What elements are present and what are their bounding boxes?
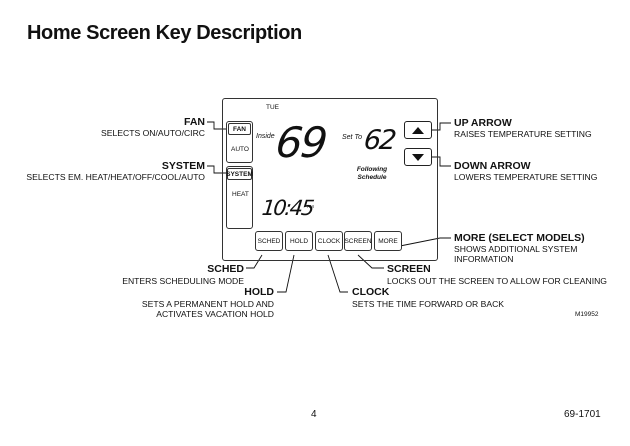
screen-leader [357,254,384,269]
hold-leader [277,254,295,293]
system-callout-heading: SYSTEM [161,160,205,172]
sched-button[interactable]: SCHED [255,231,283,251]
clock-callout-desc: SETS THE TIME FORWARD OR BACK [352,299,505,309]
schedule-status-line2: Schedule [357,174,387,181]
up-arrow-callout-desc: RAISES TEMPERATURE SETTING [454,129,592,139]
hold-callout-heading: HOLD [244,286,274,298]
system-callout-desc: SELECTS EM. HEAT/HEAT/OFF/COOL/AUTO [26,172,205,182]
down-arrow-button[interactable] [404,148,432,166]
more-leader [399,237,451,247]
fan-callout-desc: SELECTS ON/AUTO/CIRC [101,128,205,138]
clock-time: 10:45 [260,196,314,220]
down-arrow-leader [432,156,451,167]
screen-lock-button[interactable]: SCREEN [344,231,372,251]
more-callout-heading: MORE (SELECT MODELS) [454,232,585,244]
up-arrow-button[interactable] [404,121,432,139]
down-arrow-callout-heading: DOWN ARROW [454,160,531,172]
clock-leader [327,254,348,293]
more-callout-desc-line2: INFORMATION [454,254,514,264]
figure-code: M19952 [575,311,599,318]
more-callout-desc-line1: SHOWS ADDITIONAL SYSTEM [454,244,578,254]
more-button[interactable]: MORE [374,231,402,251]
schedule-status: Following Schedule [352,166,392,182]
set-to-label: Set To [342,134,362,141]
hold-button[interactable]: HOLD [285,231,313,251]
hold-callout-desc-line2: ACTIVATES VACATION HOLD [156,309,274,319]
clock-button[interactable]: CLOCK [315,231,343,251]
fan-leader [207,121,226,130]
thermostat-screen [222,98,438,261]
up-arrow-leader [432,122,451,131]
screen-callout-heading: SCREEN [387,263,431,275]
sched-callout-desc: ENTERS SCHEDULING MODE [122,276,244,286]
system-leader [207,165,226,174]
document-number: 69-1701 [564,409,601,420]
down-arrow-callout-desc: LOWERS TEMPERATURE SETTING [454,172,598,182]
system-mode-value: HEAT [232,191,249,198]
fan-callout-heading: FAN [184,116,205,128]
screen-callout-desc: LOCKS OUT THE SCREEN TO ALLOW FOR CLEANI… [387,276,607,286]
system-button-label: SYSTEM [226,168,253,180]
clock-ampm: AM [307,204,314,209]
inside-temperature: 69 [273,118,329,167]
page-number: 4 [311,409,317,420]
clock-callout-heading: CLOCK [352,286,390,298]
fan-button-label: FAN [228,123,251,135]
fan-mode-value: AUTO [231,146,249,153]
set-temperature: 62 [362,125,397,156]
up-arrow-icon [412,126,424,134]
sched-leader [246,254,263,269]
inside-label: Inside [256,133,275,140]
schedule-status-line1: Following [356,166,388,173]
down-arrow-icon [412,153,424,161]
sched-callout-heading: SCHED [207,263,244,275]
hold-callout-desc-line1: SETS A PERMANENT HOLD AND [141,299,274,309]
day-display: TUE [266,104,279,111]
up-arrow-callout-heading: UP ARROW [454,117,512,129]
page-title: Home Screen Key Description [27,22,302,44]
